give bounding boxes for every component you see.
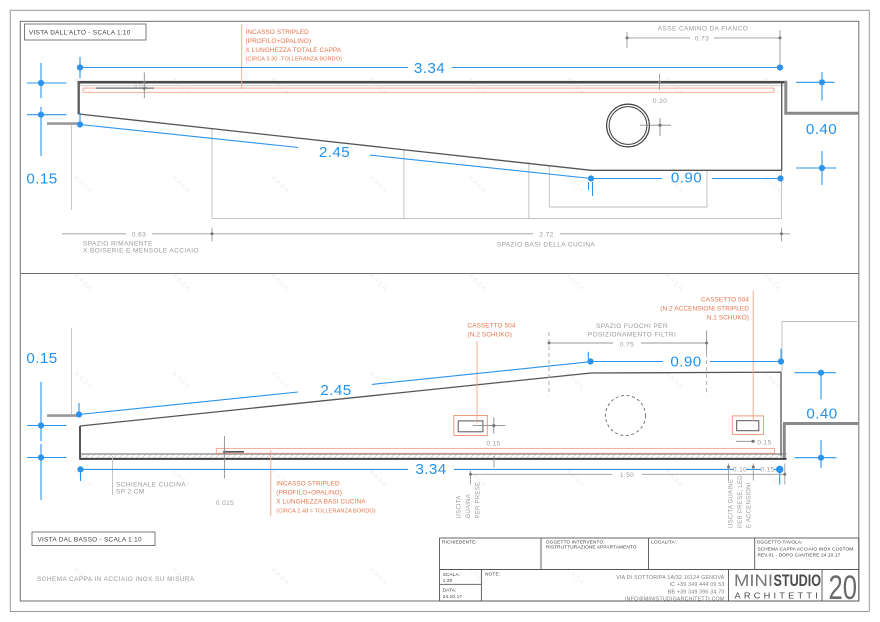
svg-text:CASSETTO 504: CASSETTO 504 bbox=[468, 322, 516, 329]
svg-text:0.15: 0.15 bbox=[26, 350, 57, 367]
svg-text:CASSETTO 504: CASSETTO 504 bbox=[701, 297, 749, 304]
svg-text:PER PRESE, LED: PER PRESE, LED bbox=[738, 475, 744, 528]
svg-text:(PROFILO+OPALINO): (PROFILO+OPALINO) bbox=[246, 38, 312, 45]
svg-text:24.10.17: 24.10.17 bbox=[443, 594, 463, 599]
svg-text:N.1 SCHUKO): N.1 SCHUKO) bbox=[707, 315, 749, 322]
svg-text:DATA:: DATA: bbox=[443, 587, 457, 592]
svg-text:X LUNGHEZZA BASI CUCINA: X LUNGHEZZA BASI CUCINA bbox=[276, 499, 366, 506]
svg-text:1.50: 1.50 bbox=[620, 472, 634, 479]
svg-text:PER PRESE: PER PRESE bbox=[476, 482, 482, 519]
svg-text:RISTRUTTURAZIONE APPARTAMENTO: RISTRUTTURAZIONE APPARTAMENTO bbox=[546, 545, 637, 550]
svg-text:INCASSO STRIPLED: INCASSO STRIPLED bbox=[246, 29, 310, 36]
svg-text:X LUNGHEZZA TOTALE CAPPA: X LUNGHEZZA TOTALE CAPPA bbox=[246, 47, 342, 54]
svg-text:(CIRCA 3.30 -TOLLERANZA BORDO): (CIRCA 3.30 -TOLLERANZA BORDO) bbox=[246, 57, 343, 63]
svg-text:3.34: 3.34 bbox=[415, 461, 446, 478]
svg-text:0.63: 0.63 bbox=[132, 231, 146, 238]
svg-text:0.40: 0.40 bbox=[806, 121, 837, 138]
svg-text:MINI: MINI bbox=[734, 571, 773, 590]
svg-text:OGGETTO INTERVENTO:: OGGETTO INTERVENTO: bbox=[546, 540, 605, 545]
svg-text:0.20: 0.20 bbox=[653, 98, 667, 105]
svg-text:0.15: 0.15 bbox=[757, 439, 771, 446]
svg-text:VIA DI SOTTORIPA 1A/32 16124 G: VIA DI SOTTORIPA 1A/32 16124 GENOVA bbox=[616, 575, 725, 581]
svg-text:SCHEMA CAPPA IN ACCIAIO INOX S: SCHEMA CAPPA IN ACCIAIO INOX SU MISURA bbox=[37, 576, 195, 583]
svg-text:(N.2 ACCENSIONI STRIPLED: (N.2 ACCENSIONI STRIPLED bbox=[660, 306, 749, 313]
svg-text:SP 2 CM: SP 2 CM bbox=[116, 489, 145, 496]
svg-text:STUDIO: STUDIO bbox=[774, 571, 822, 590]
svg-text:INCASSO STRIPLED: INCASSO STRIPLED bbox=[276, 481, 340, 488]
svg-text:REV.01 - DOPO CANTIERE 24.10.1: REV.01 - DOPO CANTIERE 24.10.17 bbox=[758, 553, 841, 558]
svg-text:0.90: 0.90 bbox=[671, 170, 702, 187]
svg-text:0.10: 0.10 bbox=[733, 466, 747, 473]
svg-text:X BOISERIE E MENSOLE ACCIAIO: X BOISERIE E MENSOLE ACCIAIO bbox=[83, 247, 199, 254]
svg-text:0.15: 0.15 bbox=[26, 171, 57, 188]
svg-text:USCITA: USCITA bbox=[457, 495, 463, 518]
svg-text:(N.2 SCHUKO): (N.2 SCHUKO) bbox=[468, 331, 513, 338]
svg-text:SPAZIO FUOCHI PER: SPAZIO FUOCHI PER bbox=[596, 323, 668, 330]
svg-text:20: 20 bbox=[829, 569, 858, 607]
svg-text:LOCALITA':: LOCALITA': bbox=[651, 540, 677, 545]
svg-text:SCHEMA CAPPA ACCIAIO INOX CUST: SCHEMA CAPPA ACCIAIO INOX CUSTOM bbox=[758, 546, 854, 551]
svg-text:VISTA DAL BASSO - SCALA 1:10: VISTA DAL BASSO - SCALA 1:10 bbox=[38, 537, 142, 544]
svg-text:(PROFILO+OPALINO): (PROFILO+OPALINO) bbox=[276, 490, 342, 497]
svg-text:ARCHITETTI: ARCHITETTI bbox=[735, 591, 822, 601]
svg-text:VISTA DALL'ALTO - SCALA 1:10: VISTA DALL'ALTO - SCALA 1:10 bbox=[29, 30, 131, 37]
svg-text:INFO@MINISTUDIOARCHITETTI.COM: INFO@MINISTUDIOARCHITETTI.COM bbox=[625, 596, 725, 602]
svg-text:1:20: 1:20 bbox=[443, 578, 453, 583]
svg-text:NOTE:: NOTE: bbox=[485, 571, 500, 576]
svg-text:OGGETTO TAVOLA:: OGGETTO TAVOLA: bbox=[757, 540, 803, 545]
svg-text:2.45: 2.45 bbox=[319, 144, 350, 161]
svg-text:SCALA:: SCALA: bbox=[443, 572, 461, 577]
svg-text:0.025: 0.025 bbox=[216, 500, 234, 507]
svg-text:(CIRCA 2.48 = TOLLERANZA BORDO: (CIRCA 2.48 = TOLLERANZA BORDO) bbox=[276, 509, 376, 515]
svg-text:0.40: 0.40 bbox=[806, 405, 837, 422]
svg-text:2.45: 2.45 bbox=[320, 382, 351, 399]
svg-text:GUAINA: GUAINA bbox=[466, 494, 472, 519]
svg-text:RICHIEDENTE:: RICHIEDENTE: bbox=[442, 540, 477, 545]
svg-text:ASSE CAMINO DA FIANCO: ASSE CAMINO DA FIANCO bbox=[658, 26, 748, 33]
svg-text:0.75: 0.75 bbox=[620, 342, 634, 349]
svg-text:0.73: 0.73 bbox=[695, 35, 709, 42]
svg-text:IC +39 349 444 09 53: IC +39 349 444 09 53 bbox=[669, 582, 724, 588]
svg-text:0.15: 0.15 bbox=[760, 466, 774, 473]
svg-text:3.34: 3.34 bbox=[414, 60, 445, 77]
svg-text:0.025: 0.025 bbox=[134, 84, 148, 90]
svg-text:SCHIENALE CUCINA: SCHIENALE CUCINA bbox=[116, 482, 186, 489]
svg-text:0.15: 0.15 bbox=[486, 440, 500, 447]
svg-text:SPAZIO BASI DELLA CUCINA: SPAZIO BASI DELLA CUCINA bbox=[497, 241, 596, 248]
svg-text:BB +39 349 396 34 70: BB +39 349 396 34 70 bbox=[668, 589, 725, 595]
svg-text:0.90: 0.90 bbox=[670, 354, 701, 371]
svg-text:2.72: 2.72 bbox=[539, 231, 553, 238]
svg-text:POSIZIONAMENTO FILTRI: POSIZIONAMENTO FILTRI bbox=[588, 332, 676, 339]
svg-text:USCITA GUAINE: USCITA GUAINE bbox=[729, 479, 735, 528]
svg-text:E ACCENSIONI: E ACCENSIONI bbox=[747, 482, 753, 528]
svg-text:SPAZIO RIMANENTE: SPAZIO RIMANENTE bbox=[83, 240, 153, 247]
